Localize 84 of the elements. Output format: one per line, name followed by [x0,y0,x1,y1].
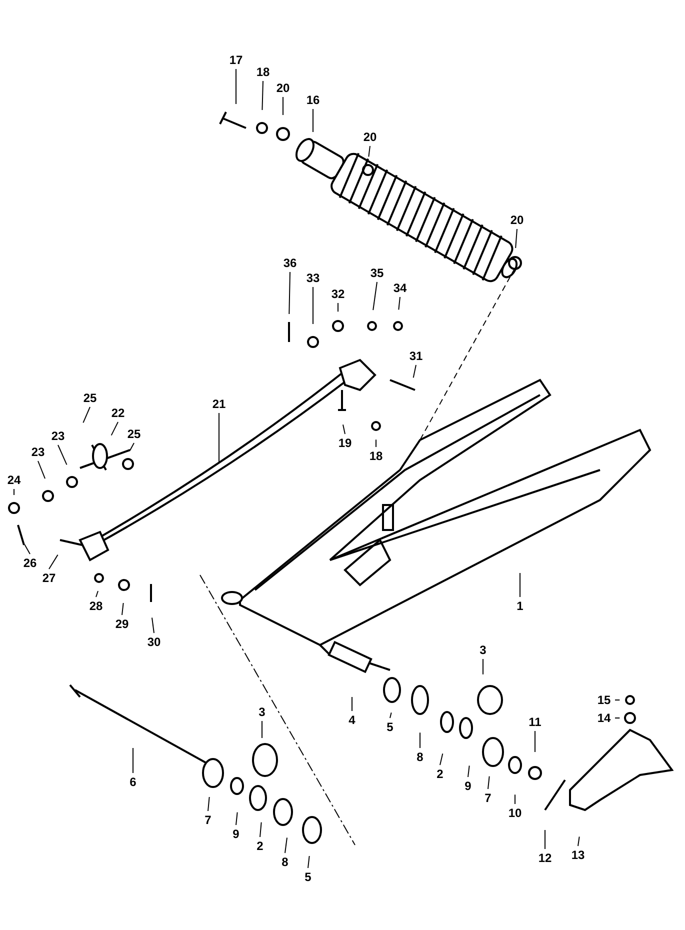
callout-number: 20 [276,82,290,95]
leader-line [342,424,346,434]
callout-number: 20 [510,214,524,227]
leader-line [218,412,220,462]
callout-number: 26 [23,557,37,570]
callout-number: 22 [111,407,125,420]
callout-number: 18 [369,450,383,463]
leader-line [390,712,392,718]
leader-line [308,856,310,868]
callout-number: 28 [89,600,103,613]
callout-number: 13 [571,849,585,862]
callout-number: 33 [306,272,320,285]
leader-line [282,96,284,116]
leader-line [58,444,68,466]
callout-number: 1 [516,600,524,613]
leader-line [412,364,416,378]
callout-number: 10 [508,807,522,820]
callout-number: 34 [393,282,407,295]
callout-number: 24 [7,474,21,487]
leader-line [132,748,134,774]
leader-line [96,590,98,598]
callout-number: 6 [130,776,136,789]
callout-number: 7 [484,792,492,805]
leader-line [514,794,516,804]
callout-number: 18 [256,66,270,79]
leader-line [534,730,536,752]
callout-number: 36 [283,257,297,270]
leader-line [110,422,118,436]
callout-number: 29 [115,618,129,631]
leader-line [236,812,238,826]
callout-number: 14 [597,712,611,725]
callout-number: 8 [282,856,288,869]
callout-number: 35 [370,267,384,280]
leader-line [398,296,400,310]
leader-line [482,658,484,675]
leader-line [208,796,210,812]
leader-line [544,830,546,850]
leader-line [152,617,154,634]
callout-number: 17 [229,54,243,67]
callout-number: 31 [409,350,423,363]
leader-line [578,836,580,846]
leader-line [24,544,30,554]
leader-line [262,80,264,110]
callout-number: 12 [538,852,552,865]
callout-number: 32 [331,288,345,301]
leader-line [440,753,444,766]
leader-line [130,442,134,451]
leader-line [468,765,470,778]
callout-number: 15 [597,694,611,707]
callout-number: 21 [212,398,226,411]
callout-number: 4 [348,714,356,727]
callout-number: 3 [480,644,486,657]
leader-line [284,837,288,854]
leader-line [368,146,370,158]
leader-line [312,108,314,132]
leader-line [372,282,378,311]
callout-number: 20 [363,131,377,144]
leader-line [48,554,58,570]
leader-line [38,460,46,480]
leader-line [82,406,90,424]
callout-number: 8 [416,751,424,764]
leader-line [260,822,262,838]
callout-number: 19 [338,437,352,450]
leader-line [488,776,490,790]
callout-number: 5 [304,871,312,884]
callout-number: 16 [306,94,320,107]
leader-line [515,228,518,249]
leader-line [312,286,314,324]
callout-number: 2 [436,768,444,781]
callout-number: 11 [528,716,542,729]
callout-number: 23 [31,446,45,459]
leader-line [122,602,124,616]
callout-number: 27 [42,572,56,585]
callout-number: 25 [83,392,97,405]
callout-number: 9 [232,828,240,841]
callout-number: 30 [147,636,161,649]
callout-number: 7 [204,814,212,827]
callout-number: 5 [386,721,394,734]
callout-number: 9 [464,780,472,793]
callout-number: 23 [51,430,65,443]
leader-line [288,272,290,314]
callout-number: 25 [127,428,141,441]
callout-number: 2 [256,840,264,853]
callout-number: 3 [258,706,266,719]
